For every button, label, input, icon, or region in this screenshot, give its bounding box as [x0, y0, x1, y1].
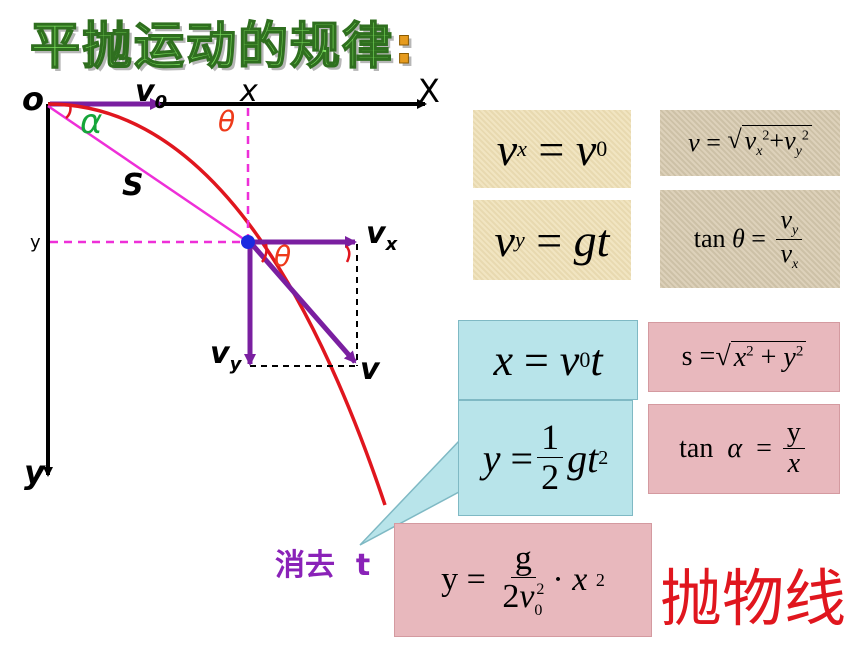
alpha-arc	[65, 103, 72, 119]
page-title: 平抛运动的规律:	[29, 16, 416, 76]
eliminate-label: 消去 t	[275, 548, 371, 583]
vx-label: vx	[366, 216, 398, 255]
y-mark-label: y	[30, 232, 41, 253]
s-magnitude-formula: s = √x2 + y2	[648, 322, 840, 392]
theta-arc-right	[345, 245, 351, 263]
vy-label: vy	[210, 336, 242, 375]
trajectory-curve	[47, 102, 387, 506]
origin-label: o	[22, 80, 44, 118]
parabola-result: 抛物线	[660, 562, 847, 635]
alpha-label: α	[80, 102, 103, 142]
theta-upper-label: θ	[218, 105, 236, 138]
y-axis-label: y	[24, 453, 45, 491]
v-magnitude-formula: v = √vx2+vy2	[660, 110, 840, 176]
particle-dot	[241, 235, 255, 249]
theta-arc	[261, 243, 268, 263]
x-upper-label: x	[240, 74, 258, 109]
s-label: S	[122, 168, 144, 203]
v-vector	[248, 240, 357, 364]
v-label: v	[360, 352, 380, 387]
v0-label: v0	[135, 74, 168, 113]
theta-lower-label: θ	[274, 240, 292, 273]
displacement-s	[47, 104, 249, 244]
x-axis-label: X	[418, 72, 440, 110]
